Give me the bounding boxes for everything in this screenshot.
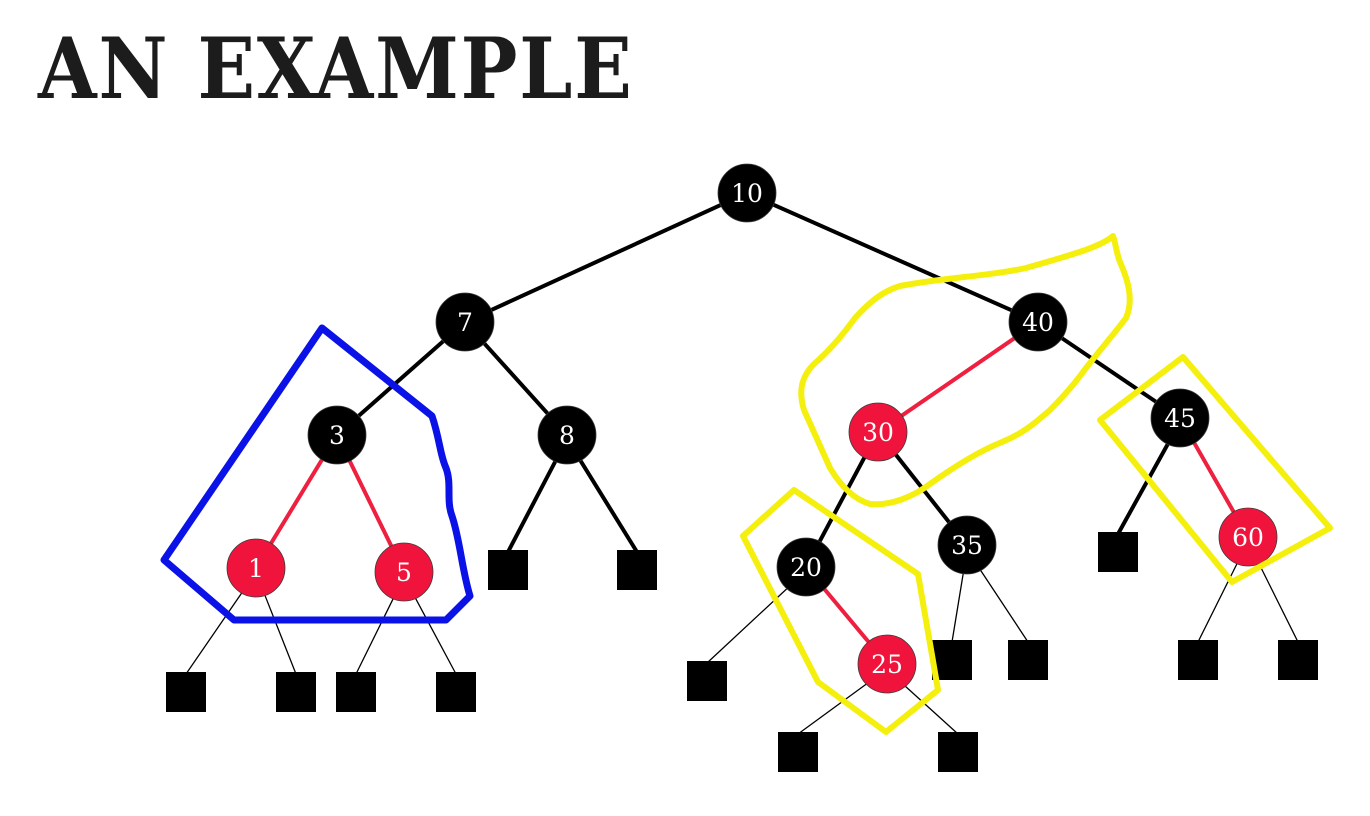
node-circle-1: [226, 538, 286, 598]
node-1: 1: [226, 538, 286, 598]
node-label-10: 10: [731, 179, 763, 208]
leaf-edge-n25-left: [797, 682, 869, 735]
nil-leaves: [166, 532, 1318, 772]
leaf-edge-n8-left: [506, 458, 558, 553]
nil-leaf-n45-left: [1098, 532, 1138, 572]
node-60: 60: [1218, 507, 1278, 567]
nil-leaf-n5-left: [336, 672, 376, 712]
nil-leaf-n8-left: [488, 550, 528, 590]
node-circle-5: [374, 542, 434, 602]
node-25: 25: [857, 634, 917, 694]
node-label-8: 8: [559, 421, 575, 450]
leaf-edge-n60-right: [1257, 561, 1299, 643]
edge-n3-n1: [268, 457, 325, 546]
node-label-3: 3: [329, 421, 345, 450]
leaf-edge-n35-left: [951, 571, 965, 643]
nil-leaf-n8-right: [617, 550, 657, 590]
leaf-edge-n5-left: [355, 596, 395, 675]
nil-leaf-n25-left: [778, 732, 818, 772]
tree-edges: [185, 202, 1299, 735]
tree-nodes: 10 7 40 3 8 30 45 1 5 20 35 60 25: [226, 163, 1278, 694]
edge-n7-n8: [481, 340, 551, 417]
node-circle-3: [307, 405, 367, 465]
node-label-20: 20: [790, 553, 822, 582]
edge-n30-n20: [816, 454, 868, 545]
leaf-edge-n60-left: [1197, 561, 1239, 643]
node-circle-45: [1150, 388, 1210, 448]
node-45: 45: [1150, 388, 1210, 448]
nil-leaf-n60-right: [1278, 640, 1318, 680]
edge-n7-n3: [355, 338, 447, 419]
nil-leaf-n1-left: [166, 672, 206, 712]
slide-title: AN EXAMPLE: [38, 19, 634, 118]
nil-leaf-n35-right: [1008, 640, 1048, 680]
node-8: 8: [537, 405, 597, 465]
nil-leaf-n20-left: [687, 661, 727, 701]
node-circle-8: [537, 405, 597, 465]
yellow-group-40-30-outline: [798, 233, 1133, 508]
node-35: 35: [937, 515, 997, 575]
yellow-group-45-60-outline: [1097, 354, 1333, 585]
nil-leaf-n25-right: [938, 732, 978, 772]
node-label-1: 1: [248, 554, 264, 583]
edge-n20-n25: [821, 586, 872, 645]
leaf-edge-n8-right: [577, 457, 639, 554]
edge-n45-n60: [1191, 440, 1237, 515]
node-label-5: 5: [396, 558, 412, 587]
node-7: 7: [435, 292, 495, 352]
node-label-40: 40: [1022, 308, 1054, 337]
nil-leaf-n1-right: [276, 672, 316, 712]
node-10: 10: [717, 163, 777, 223]
node-circle-35: [937, 515, 997, 575]
edge-n10-n40: [770, 202, 1015, 313]
node-label-25: 25: [871, 650, 903, 679]
node-circle-10: [717, 163, 777, 223]
node-3: 3: [307, 405, 367, 465]
nil-leaf-n5-right: [436, 672, 476, 712]
node-5: 5: [374, 542, 434, 602]
node-40: 40: [1008, 292, 1068, 352]
node-circle-7: [435, 292, 495, 352]
leaf-edge-n1-right: [263, 593, 297, 675]
node-circle-40: [1008, 292, 1068, 352]
node-label-60: 60: [1232, 523, 1264, 552]
node-circle-30: [848, 402, 908, 462]
blue-group-outline: [160, 324, 474, 624]
yellow-group-20-25-outline: [740, 487, 941, 735]
leaf-edge-n1-left: [185, 591, 244, 675]
edge-n40-n30: [899, 335, 1017, 419]
node-label-30: 30: [862, 418, 894, 447]
edge-n40-n45: [1059, 335, 1159, 405]
node-label-45: 45: [1164, 404, 1196, 433]
node-30: 30: [848, 402, 908, 462]
leaf-edge-n25-right: [903, 684, 959, 735]
node-label-7: 7: [457, 308, 473, 337]
hand-drawn-outlines: [160, 233, 1333, 735]
node-circle-20: [776, 537, 836, 597]
leaf-edge-n45-left: [1116, 441, 1171, 535]
nil-leaf-n60-left: [1178, 640, 1218, 680]
node-circle-25: [857, 634, 917, 694]
node-circle-60: [1218, 507, 1278, 567]
node-20: 20: [776, 537, 836, 597]
node-label-35: 35: [951, 531, 983, 560]
leaf-edge-n35-right: [979, 568, 1029, 643]
edge-n3-n5: [347, 458, 394, 549]
leaf-edge-n5-right: [414, 596, 457, 675]
edge-n10-n7: [488, 202, 724, 313]
nil-leaf-n35-left: [932, 640, 972, 680]
